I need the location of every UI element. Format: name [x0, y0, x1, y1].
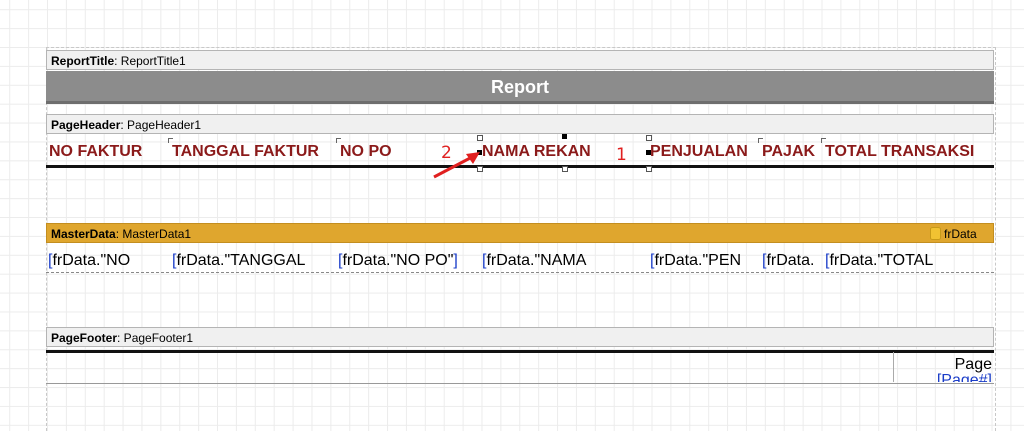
header-col-no-po[interactable]: NO PO — [340, 143, 392, 160]
selection-handle[interactable] — [646, 150, 651, 155]
band-type-label: PageHeader — [51, 118, 121, 132]
band-page-footer[interactable]: PageFooter: PageFooter1 — [46, 327, 994, 347]
band-master-data[interactable]: MasterData: MasterData1 — [46, 223, 994, 243]
annotation-arrow-icon — [433, 152, 480, 179]
field-expression: frData. — [766, 252, 815, 269]
page-header-area[interactable] — [46, 134, 994, 168]
cell-corner-tick — [168, 138, 173, 143]
annotation-number-2: 2 — [441, 143, 452, 163]
field-bracket: ] — [453, 252, 458, 269]
annotation-number-1: 1 — [616, 145, 627, 165]
data-row-bottom-border — [46, 272, 994, 273]
band-report-title[interactable]: ReportTitle: ReportTitle1 — [46, 50, 994, 70]
field-expression: frData."NO PO" — [342, 252, 454, 269]
cell-corner-tick — [336, 138, 341, 143]
data-field-total[interactable]: [frData."TOTAL — [823, 250, 994, 272]
data-field-nama[interactable]: [frData."NAMA — [480, 250, 646, 272]
field-expression: frData."NO — [52, 252, 131, 269]
selection-handle[interactable] — [477, 166, 483, 172]
band-type-label: PageFooter — [51, 331, 118, 345]
data-field-no-faktur[interactable]: [frData."NO — [46, 250, 168, 272]
field-bracket: [ — [762, 252, 767, 269]
data-field-penjualan[interactable]: [frData."PEN — [648, 250, 758, 272]
selection-handle[interactable] — [646, 135, 652, 141]
database-icon — [930, 227, 941, 240]
band-page-header[interactable]: PageHeader: PageHeader1 — [46, 114, 994, 134]
header-col-nama-rekan[interactable]: NAMA REKAN — [482, 143, 591, 160]
field-expression: frData."TOTAL — [829, 252, 934, 269]
header-col-penjualan[interactable]: PENJUALAN — [650, 143, 748, 160]
band-name-label: : PageFooter1 — [117, 331, 194, 345]
band-name-label: : ReportTitle1 — [114, 54, 186, 68]
data-field-no-po[interactable]: [frData."NO PO"] — [336, 250, 480, 272]
cell-corner-tick — [758, 138, 763, 143]
datasource-tag[interactable]: frData — [930, 225, 977, 243]
field-bracket: [ — [482, 252, 487, 269]
header-col-no-faktur[interactable]: NO FAKTUR — [49, 143, 143, 160]
band-name-label: : MasterData1 — [115, 227, 192, 241]
field-bracket: [ — [825, 252, 830, 269]
field-expression: frData."PEN — [654, 252, 742, 269]
field-bracket: [ — [172, 252, 177, 269]
field-bracket: [ — [338, 252, 343, 269]
page-label: Page — [954, 356, 992, 373]
field-expression: frData."TANGGAL — [176, 252, 306, 269]
page-number-expression: [Page#] — [936, 372, 992, 383]
page-margin-top — [46, 47, 996, 48]
selection-handle[interactable] — [646, 166, 652, 172]
band-type-label: MasterData — [51, 227, 116, 241]
page-margin-right — [995, 47, 996, 431]
cell-corner-tick — [821, 138, 826, 143]
selection-handle[interactable] — [477, 135, 483, 141]
header-col-total-transaksi[interactable]: TOTAL TRANSAKSI — [825, 143, 975, 160]
field-expression: frData."NAMA — [486, 252, 587, 269]
selection-handle[interactable] — [562, 134, 567, 139]
field-bracket: [ — [650, 252, 655, 269]
datasource-name: frData — [944, 227, 977, 241]
band-name-label: : PageHeader1 — [120, 118, 202, 132]
field-bracket: [ — [48, 252, 53, 269]
band-type-label: ReportTitle — [51, 54, 115, 68]
report-title-text[interactable]: Report — [46, 71, 994, 104]
data-field-tanggal[interactable]: [frData."TANGGAL — [170, 250, 336, 272]
page-number-field[interactable]: Page [Page#] — [893, 352, 994, 382]
page-footer-area[interactable] — [46, 350, 994, 384]
header-col-pajak[interactable]: PAJAK — [762, 143, 816, 160]
selection-handle[interactable] — [562, 166, 568, 172]
data-field-pajak[interactable]: [frData. — [760, 250, 822, 272]
header-col-tanggal-faktur[interactable]: TANGGAL FAKTUR — [172, 143, 319, 160]
